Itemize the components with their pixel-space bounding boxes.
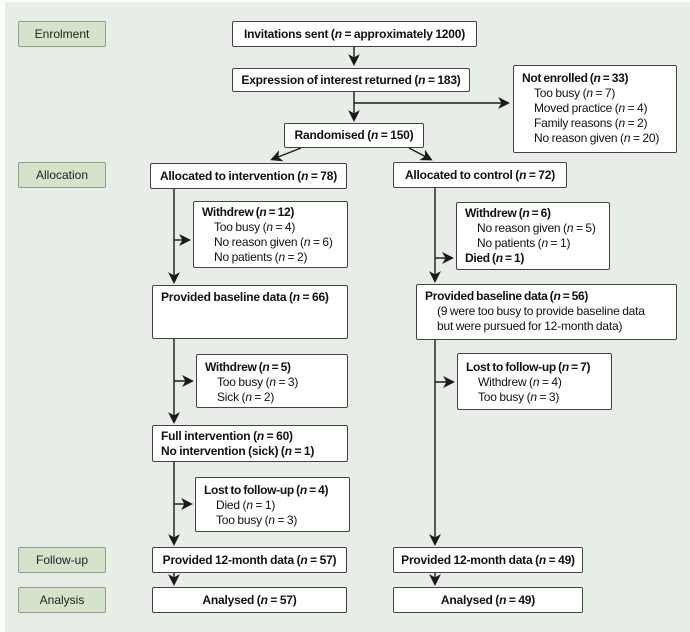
box-withdrew2-intervention: Withdrew (n = 5) Too busy (n = 3) Sick (…: [196, 354, 348, 408]
stage-label-analysis: Analysis: [18, 587, 106, 613]
expression-of-interest-label: Expression of interest returned (n = 183…: [241, 72, 461, 87]
withdrew-control-item: No reason given (n = 5): [477, 221, 596, 235]
not-enrolled-item: No reason given (n = 20): [534, 131, 660, 145]
withdrew2-intervention-item: Sick (n = 2): [217, 390, 275, 404]
withdrew-intervention-item: Too busy (n = 4): [214, 220, 296, 234]
lost-intervention-header: Lost to follow-up (n = 4): [204, 483, 329, 497]
stage-label-allocation-text: Allocation: [35, 168, 89, 182]
stage-label-enrolment: Enrolment: [18, 21, 106, 47]
full-intervention-line2: No intervention (sick) (n = 1): [161, 444, 315, 458]
withdrew-control-header: Withdrew (n = 6): [465, 206, 551, 220]
withdrew2-intervention-header: Withdrew (n = 5): [205, 360, 291, 374]
withdrew-intervention-header: Withdrew (n = 12): [202, 205, 295, 219]
randomised-label: Randomised (n = 150): [294, 128, 414, 142]
not-enrolled-header: Not enrolled (n = 33): [522, 71, 629, 85]
stage-label-enrolment-text: Enrolment: [34, 27, 90, 41]
baseline-control-header: Provided baseline data (n = 56): [425, 289, 589, 303]
allocated-control-label: Allocated to control (n = 72): [404, 167, 556, 182]
box-not-enrolled: Not enrolled (n = 33) Too busy (n = 7) M…: [513, 65, 677, 153]
12month-control-label: Provided 12-month data (n = 49): [401, 552, 575, 567]
not-enrolled-item: Moved practice (n = 4): [534, 101, 648, 115]
full-intervention-line1: Full intervention (n = 60): [161, 429, 293, 443]
box-allocated-control: Allocated to control (n = 72): [393, 162, 567, 188]
12month-intervention-label: Provided 12-month data (n = 57): [162, 552, 337, 567]
baseline-control-note: but were pursued for 12-month data): [437, 319, 623, 333]
box-baseline-intervention: Provided baseline data (n = 66): [152, 285, 348, 339]
stage-label-followup: Follow-up: [18, 547, 106, 573]
analysed-intervention-label: Analysed (n = 57): [202, 592, 297, 607]
box-allocated-intervention: Allocated to intervention (n = 78): [150, 163, 347, 189]
allocated-intervention-label: Allocated to intervention (n = 78): [159, 168, 338, 183]
invitations-sent-label: Invitations sent (n = approximately 1200…: [243, 26, 466, 41]
stage-label-allocation: Allocation: [18, 162, 106, 188]
lost-control-header: Lost to follow-up (n = 7): [466, 360, 591, 374]
stage-label-followup-text: Follow-up: [35, 553, 89, 567]
lost-intervention-item: Too busy (n = 3): [216, 513, 298, 527]
withdrew-control-item: No patients (n = 1): [477, 236, 571, 250]
box-12month-control: Provided 12-month data (n = 49): [393, 547, 583, 573]
analysed-control-label: Analysed (n = 49): [440, 592, 536, 607]
box-withdrew-intervention: Withdrew (n = 12) Too busy (n = 4) No re…: [193, 201, 348, 268]
box-lost-control: Lost to follow-up (n = 7) Withdrew (n = …: [457, 353, 612, 410]
lost-control-item: Withdrew (n = 4): [478, 375, 562, 389]
withdrew2-intervention-item: Too busy (n = 3): [217, 375, 299, 389]
not-enrolled-item: Too busy (n = 7): [534, 86, 616, 100]
box-12month-intervention: Provided 12-month data (n = 57): [152, 547, 347, 573]
box-baseline-control: Provided baseline data (n = 56) (9 were …: [416, 284, 677, 340]
baseline-intervention-label: Provided baseline data (n = 66): [161, 290, 329, 304]
lost-control-item: Too busy (n = 3): [478, 390, 560, 404]
stage-label-analysis-text: Analysis: [39, 593, 85, 607]
box-withdrew-control: Withdrew (n = 6) No reason given (n = 5)…: [456, 202, 610, 270]
box-analysed-intervention: Analysed (n = 57): [152, 587, 347, 613]
box-lost-intervention: Lost to follow-up (n = 4) Died (n = 1) T…: [195, 477, 350, 532]
lost-intervention-item: Died (n = 1): [216, 498, 276, 512]
baseline-control-note: (9 were too busy to provide baseline dat…: [437, 304, 645, 318]
withdrew-control-died: Died (n = 1): [465, 251, 525, 265]
box-randomised: Randomised (n = 150): [284, 123, 424, 148]
not-enrolled-item: Family reasons (n = 2): [534, 116, 648, 130]
box-expression-of-interest: Expression of interest returned (n = 183…: [232, 68, 470, 92]
box-analysed-control: Analysed (n = 49): [393, 587, 583, 613]
box-full-intervention: Full intervention (n = 60) No interventi…: [152, 425, 348, 462]
box-invitations-sent: Invitations sent (n = approximately 1200…: [232, 21, 477, 47]
withdrew-intervention-item: No patients (n = 2): [214, 250, 308, 264]
withdrew-intervention-item: No reason given (n = 6): [214, 235, 333, 249]
